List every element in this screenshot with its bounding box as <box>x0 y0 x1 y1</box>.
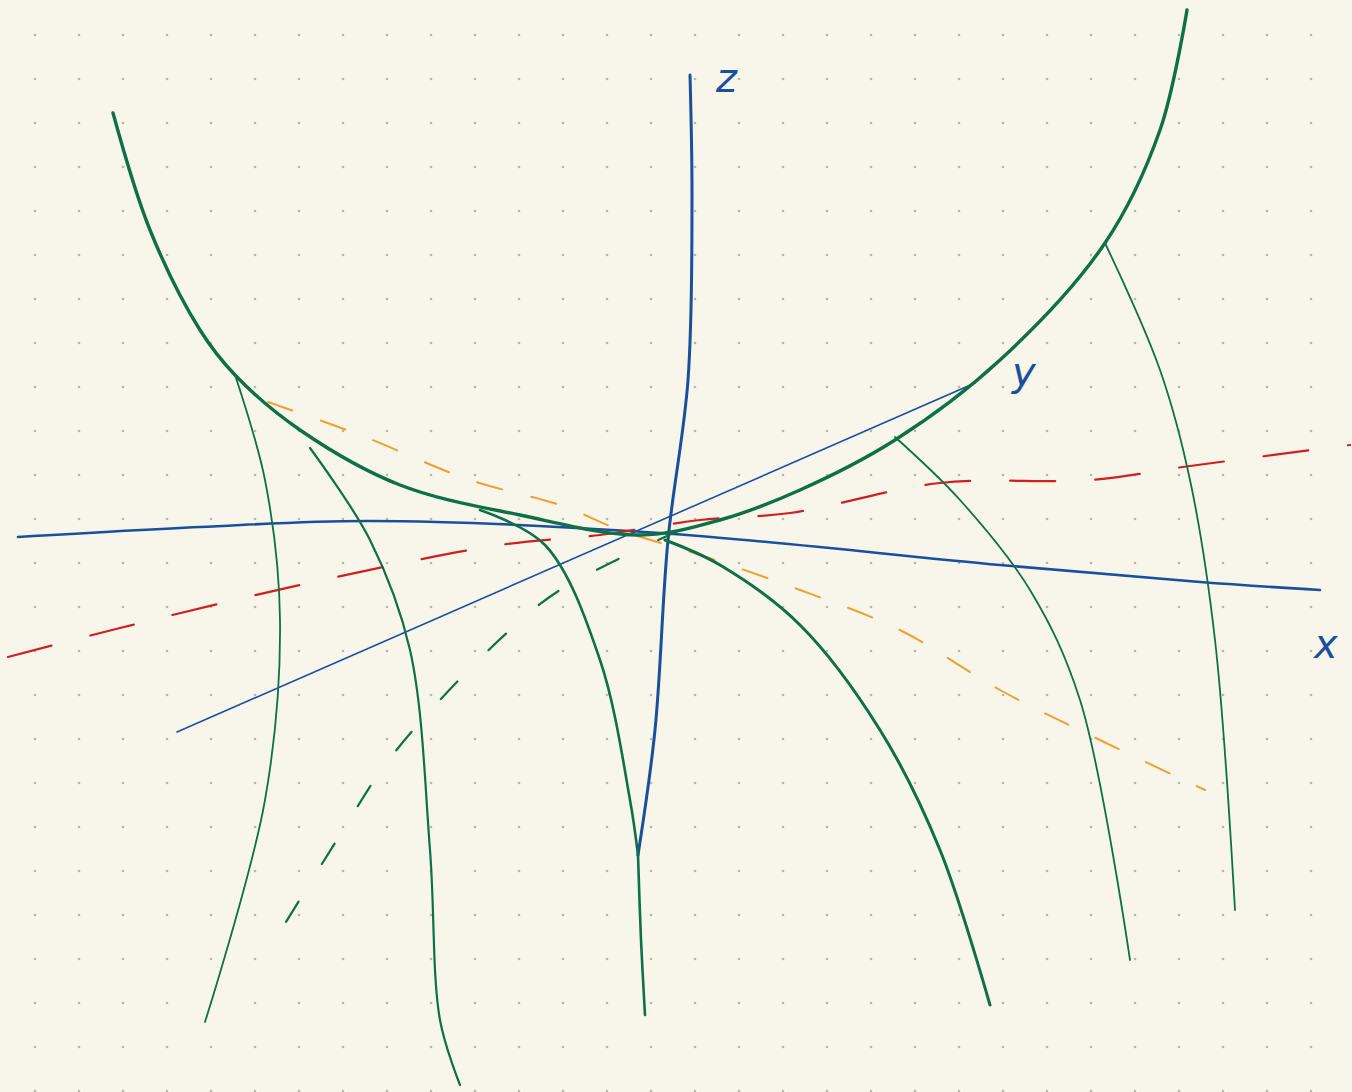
ruling-line <box>205 375 280 1022</box>
surface-profile <box>113 10 1187 535</box>
axis-label: x <box>1314 624 1338 664</box>
ruling-line <box>895 437 1130 960</box>
axis-label: y <box>1012 352 1036 392</box>
orange-dashed-curve <box>268 402 1205 790</box>
ruling-line <box>665 540 990 1005</box>
ruling-line <box>480 510 638 855</box>
ruling-line <box>310 448 460 1085</box>
ruling-line <box>638 855 645 1015</box>
ruling-line <box>1105 243 1235 910</box>
y-axis <box>177 383 975 732</box>
curve-group <box>8 10 1350 1085</box>
axis-label: z <box>716 58 737 98</box>
green-dashed-curve <box>278 530 680 935</box>
red-dashed-curve <box>8 445 1350 657</box>
z-axis <box>638 75 692 855</box>
